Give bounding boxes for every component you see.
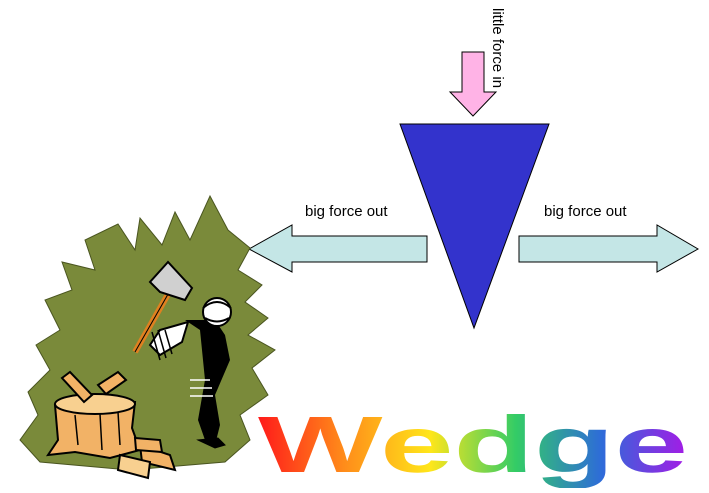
wedge-triangle bbox=[399, 123, 550, 330]
tree-stump bbox=[45, 393, 142, 460]
left-force-arrow bbox=[247, 224, 428, 273]
split-logs bbox=[60, 370, 177, 480]
input-force-label: little force in bbox=[489, 8, 506, 89]
woodcutter bbox=[148, 297, 232, 449]
left-force-label: big force out bbox=[305, 203, 388, 220]
woodcutter-clipart bbox=[19, 194, 276, 480]
wedge-title: Wedge bbox=[258, 400, 688, 488]
right-force-arrow bbox=[518, 224, 700, 273]
input-force-arrow bbox=[448, 51, 498, 117]
right-force-label: big force out bbox=[544, 203, 627, 220]
axe bbox=[132, 260, 194, 354]
